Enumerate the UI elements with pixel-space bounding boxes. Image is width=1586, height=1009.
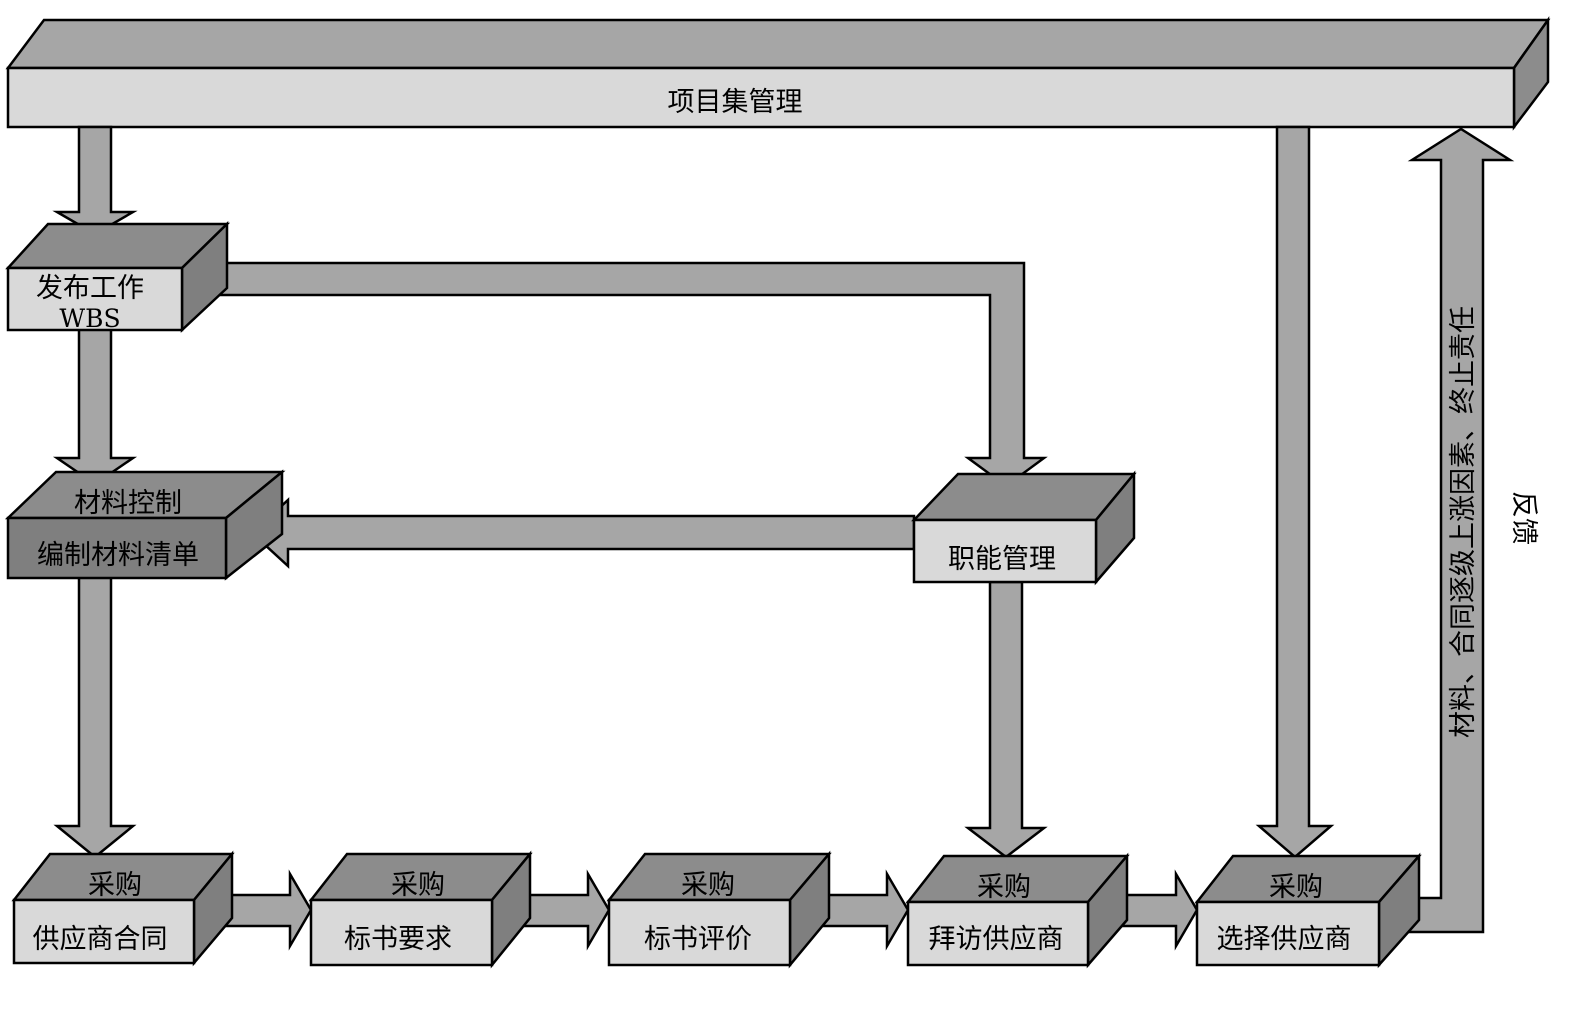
procurement-select-supplier-box: 采购 选择供应商: [1194, 852, 1422, 969]
procurement-bid-evaluation-top-label: 采购: [681, 870, 735, 901]
arrow-functional-to-visit: [964, 580, 1048, 859]
procurement-select-supplier-box-front: [1195, 900, 1381, 967]
feedback-label-line1: 材料、合同逐级上涨因素、终止责任: [1448, 306, 1479, 738]
procurement-select-supplier-top-label: 采购: [1269, 872, 1323, 903]
program-management-label: 项目集管理: [668, 87, 803, 118]
release-work-box-front: [6, 266, 184, 332]
material-control-front-label: 编制材料清单: [37, 540, 199, 571]
procurement-supplier-contract-top-label: 采购: [88, 870, 142, 901]
material-control-box-front: [6, 516, 228, 580]
release-work-label-line2: WBS: [59, 304, 120, 333]
procurement-visit-suppliers-box-front: [906, 900, 1090, 967]
arrow-functional-to-material: [250, 497, 916, 569]
material-control-box: 材料控制 编制材料清单: [4, 469, 286, 581]
feedback-label-line2: 反馈: [1508, 491, 1539, 545]
procurement-bid-requirements-top-label: 采购: [391, 870, 445, 901]
release-work-label-line1: 发布工作: [36, 273, 144, 304]
functional-management-box: 职能管理: [911, 470, 1137, 586]
material-control-top-label: 材料控制: [74, 488, 182, 519]
procurement-bid-evaluation-front-label: 标书评价: [644, 924, 752, 955]
program-management-bar: 项目集管理: [5, 16, 1551, 131]
functional-management-box-front: [912, 518, 1098, 584]
procurement-bid-evaluation-box: 采购 标书评价: [606, 850, 832, 969]
procurement-supplier-contract-box: 采购 供应商合同: [11, 850, 235, 967]
procurement-visit-suppliers-box: 采购 拜访供应商: [905, 852, 1130, 969]
procurement-select-supplier-front-label: 选择供应商: [1217, 924, 1352, 955]
arrow-select-to-program-feedback: [1407, 127, 1515, 934]
procurement-supplier-contract-front-label: 供应商合同: [33, 924, 168, 955]
arrow-release-to-functional: [210, 261, 1048, 488]
procurement-supplier-contract-box-front: [12, 898, 196, 965]
procurement-bid-requirements-box-front: [309, 898, 494, 967]
release-work-box: 发布工作 WBS: [5, 221, 231, 333]
arrow-material-to-contract: [53, 575, 137, 859]
procurement-bid-evaluation-box-front: [607, 898, 792, 967]
procurement-visit-suppliers-top-label: 采购: [977, 872, 1031, 903]
functional-management-label: 职能管理: [948, 544, 1056, 575]
program-management-bar-top: [5, 18, 1551, 70]
arrow-release-to-material: [52, 324, 138, 486]
program-management-bar-front: [6, 66, 1516, 129]
arrow-program-to-release: [52, 125, 138, 236]
procurement-bid-requirements-box: 采购 标书要求: [308, 850, 533, 969]
arrow-program-to-select: [1255, 125, 1335, 859]
procurement-visit-suppliers-front-label: 拜访供应商: [929, 924, 1064, 955]
procurement-bid-requirements-front-label: 标书要求: [344, 924, 452, 955]
